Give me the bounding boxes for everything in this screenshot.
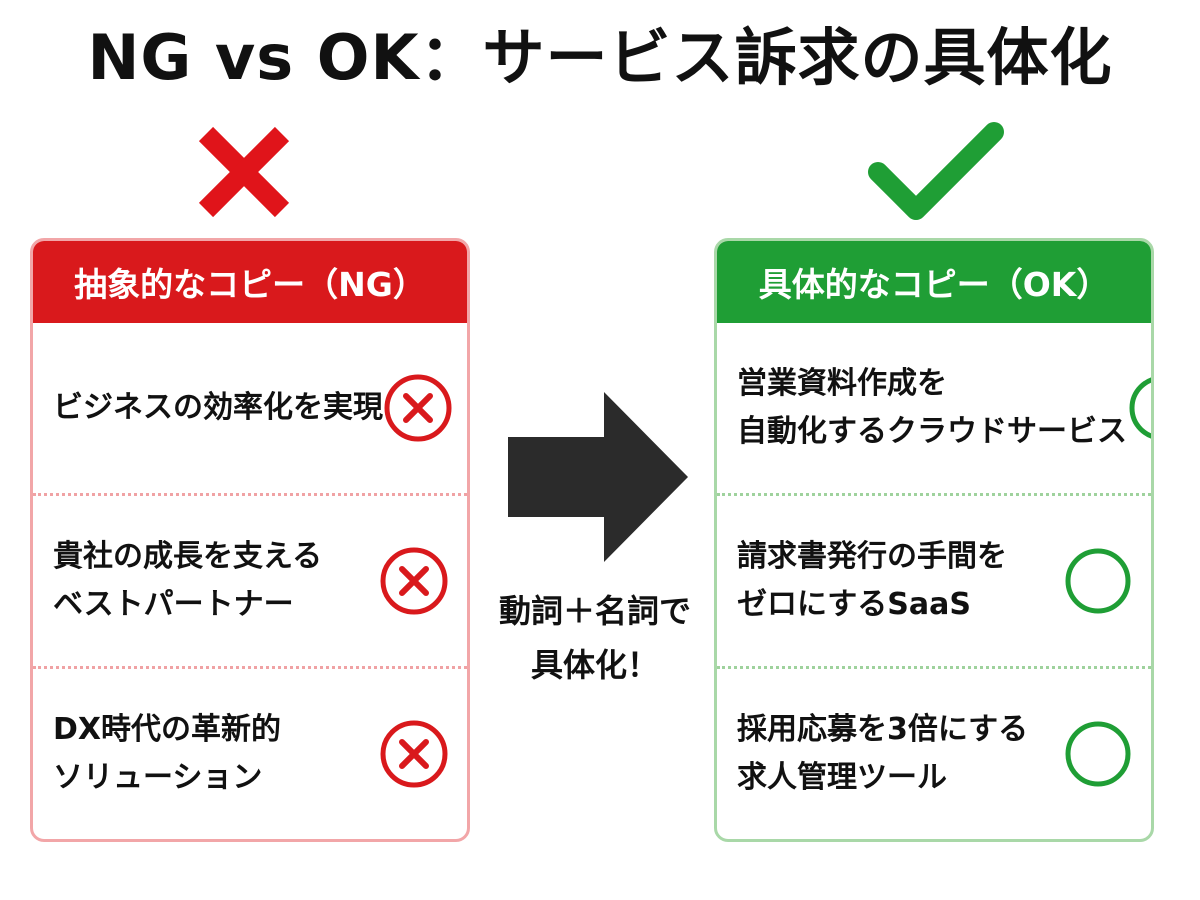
ok-item-line1: 営業資料作成を <box>737 366 947 401</box>
ng-item-line2: ソリューション <box>53 760 263 795</box>
checkmark-icon <box>868 122 1004 220</box>
ng-item-line1: 貴社の成長を支える <box>53 539 323 574</box>
circled-cross-icon <box>380 720 448 788</box>
ok-panel-header: 具体的なコピー（OK） <box>717 241 1151 323</box>
page-title: NG vs OK：サービス訴求の具体化 <box>87 21 1113 94</box>
circle-icon <box>1129 377 1151 439</box>
cross-icon <box>198 126 290 218</box>
center-note-line2: 具体化！ <box>530 646 659 684</box>
ng-item-line2: ベストパートナー <box>53 587 294 622</box>
circled-cross-icon <box>384 374 452 442</box>
ng-item: 貴社の成長を支える ベストパートナー <box>33 493 467 666</box>
ok-item-line2: ゼロにするSaaS <box>737 587 972 622</box>
ng-item: DX時代の革新的 ソリューション <box>33 666 467 839</box>
ng-item-line1: DX時代の革新的 <box>53 712 282 747</box>
right-arrow-icon <box>508 392 688 562</box>
ng-panel-header: 抽象的なコピー（NG） <box>33 241 467 323</box>
circle-icon <box>1065 721 1131 787</box>
center-note: 動詞＋名詞で 具体化！ <box>480 584 710 692</box>
ng-item: ビジネスの効率化を実現 <box>33 323 467 493</box>
center-note-line1: 動詞＋名詞で <box>498 592 691 630</box>
circled-cross-icon <box>380 547 448 615</box>
ok-item: 請求書発行の手間を ゼロにするSaaS <box>717 493 1151 666</box>
ok-item-line2: 自動化するクラウドサービス <box>737 414 1127 449</box>
ng-panel: 抽象的なコピー（NG） ビジネスの効率化を実現 貴社の成長を支える ベストパート… <box>30 238 470 842</box>
ok-item-line1: 採用応募を3倍にする <box>737 712 1029 747</box>
ok-panel: 具体的なコピー（OK） 営業資料作成を 自動化するクラウドサービス 請求書発行の… <box>714 238 1154 842</box>
ok-item: 採用応募を3倍にする 求人管理ツール <box>717 666 1151 839</box>
ok-item: 営業資料作成を 自動化するクラウドサービス <box>717 323 1151 493</box>
ng-item-line1: ビジネスの効率化を実現 <box>53 390 383 425</box>
ok-item-line2: 求人管理ツール <box>737 760 947 795</box>
circle-icon <box>1065 548 1131 614</box>
ok-item-line1: 請求書発行の手間を <box>737 539 1007 574</box>
